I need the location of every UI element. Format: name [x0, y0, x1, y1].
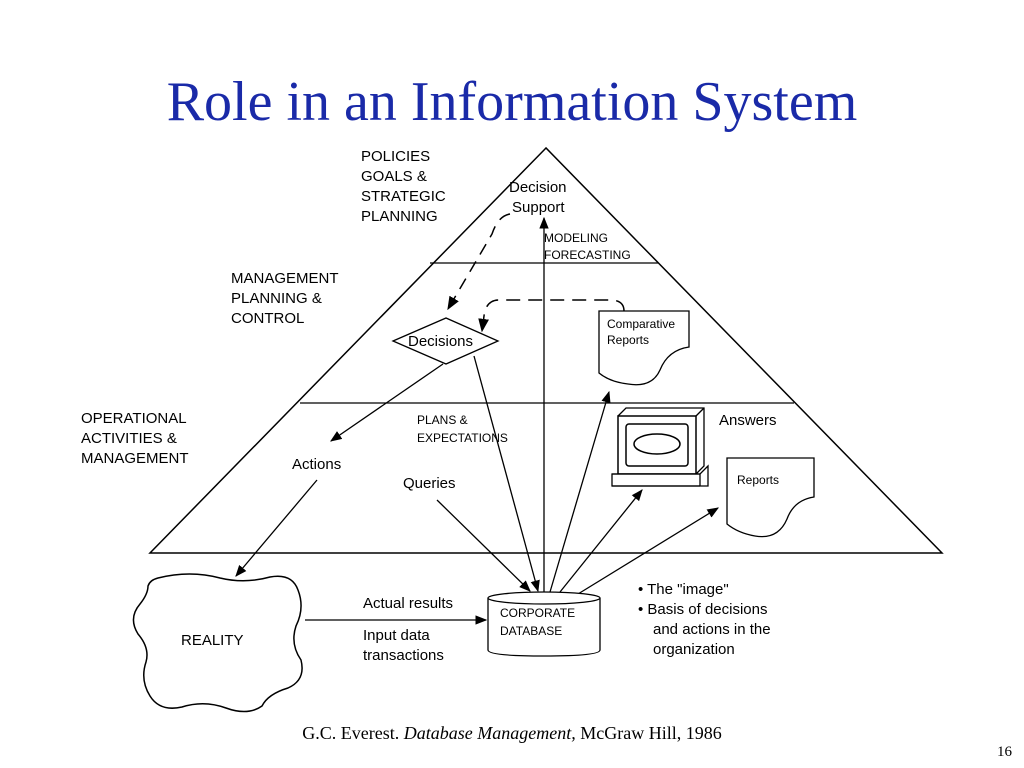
strategic-line-1: POLICIES	[361, 148, 430, 165]
plans-expectations-label: PLANS & EXPECTATIONS	[417, 413, 508, 445]
strategic-level-label: POLICIES GOALS & STRATEGIC PLANNING	[361, 148, 450, 225]
modeling-forecasting-label: MODELING FORECASTING	[544, 231, 631, 262]
database-notes: • The "image" • Basis of decisions and a…	[638, 581, 775, 658]
arrow-decisions-to-database	[473, 355, 540, 593]
strategic-line-4: PLANNING	[361, 208, 438, 225]
arrow-queries-to-database	[436, 499, 531, 592]
arrow-decisions-to-actions	[330, 363, 444, 442]
database-line-1: CORPORATE	[500, 606, 575, 620]
actions-label: Actions	[292, 456, 341, 473]
comparative-reports-label: Comparative Reports	[607, 317, 678, 347]
modeling-line-2: FORECASTING	[544, 248, 631, 262]
decision-support-label: Decision Support	[509, 179, 571, 216]
actual-results-label: Actual results	[363, 595, 453, 612]
answers-label: Answers	[719, 412, 777, 429]
strategic-line-3: STRATEGIC	[361, 188, 446, 205]
operational-line-2: ACTIVITIES &	[81, 430, 177, 447]
arrow-database-to-comparative-reports	[549, 390, 611, 593]
queries-label: Queries	[403, 475, 456, 492]
citation-book: Database Management,	[403, 723, 576, 743]
database-line-2: DATABASE	[500, 624, 562, 638]
citation: G.C. Everest. Database Management, McGra…	[0, 723, 1024, 744]
comparative-reports-document	[598, 310, 690, 386]
reality-label: REALITY	[181, 632, 244, 649]
note-organization: organization	[653, 641, 735, 658]
corporate-database-cylinder	[487, 591, 601, 657]
operational-line-1: OPERATIONAL	[81, 410, 186, 427]
reports-document	[726, 457, 815, 538]
plans-line-2: EXPECTATIONS	[417, 431, 508, 445]
comparative-line-2: Reports	[607, 333, 649, 347]
modeling-line-1: MODELING	[544, 231, 608, 245]
arrow-database-to-terminal	[559, 489, 643, 593]
citation-publisher: McGraw Hill, 1986	[580, 723, 722, 743]
input-data-line-2: transactions	[363, 647, 444, 664]
pyramid-outline	[148, 146, 944, 554]
arrow-database-to-reports	[577, 507, 719, 595]
citation-author: G.C. Everest.	[302, 723, 400, 743]
input-data-label: Input data transactions	[363, 627, 444, 664]
plans-line-1: PLANS &	[417, 413, 468, 427]
note-actions: and actions in the	[653, 621, 771, 638]
slide-title: Role in an Information System	[166, 71, 858, 133]
management-line-1: MANAGEMENT	[231, 270, 338, 287]
decisions-label: Decisions	[408, 333, 473, 350]
operational-level-label: OPERATIONAL ACTIVITIES & MANAGEMENT	[81, 410, 190, 467]
management-line-2: PLANNING &	[231, 290, 322, 307]
decision-support-line-1: Decision	[509, 179, 567, 196]
arrow-actions-to-reality	[235, 479, 318, 577]
decisions-diamond	[391, 317, 500, 365]
note-basis: • Basis of decisions	[638, 601, 767, 618]
dashed-arrow-comparative-to-decisions	[478, 299, 625, 333]
operational-line-3: MANAGEMENT	[81, 450, 189, 467]
decision-support-line-2: Support	[512, 199, 565, 216]
dashed-arrow-decision-support-to-decisions	[447, 213, 511, 311]
reports-label: Reports	[737, 473, 779, 487]
comparative-line-1: Comparative	[607, 317, 675, 331]
reality-cloud-shape	[132, 573, 303, 713]
note-image: • The "image"	[638, 581, 729, 598]
management-line-3: CONTROL	[231, 310, 304, 327]
computer-terminal-icon	[611, 407, 709, 487]
strategic-line-2: GOALS &	[361, 168, 427, 185]
page-number: 16	[997, 744, 1012, 760]
corporate-database-label: CORPORATE DATABASE	[500, 606, 578, 638]
management-level-label: MANAGEMENT PLANNING & CONTROL	[231, 270, 342, 327]
input-data-line-1: Input data	[363, 627, 430, 644]
